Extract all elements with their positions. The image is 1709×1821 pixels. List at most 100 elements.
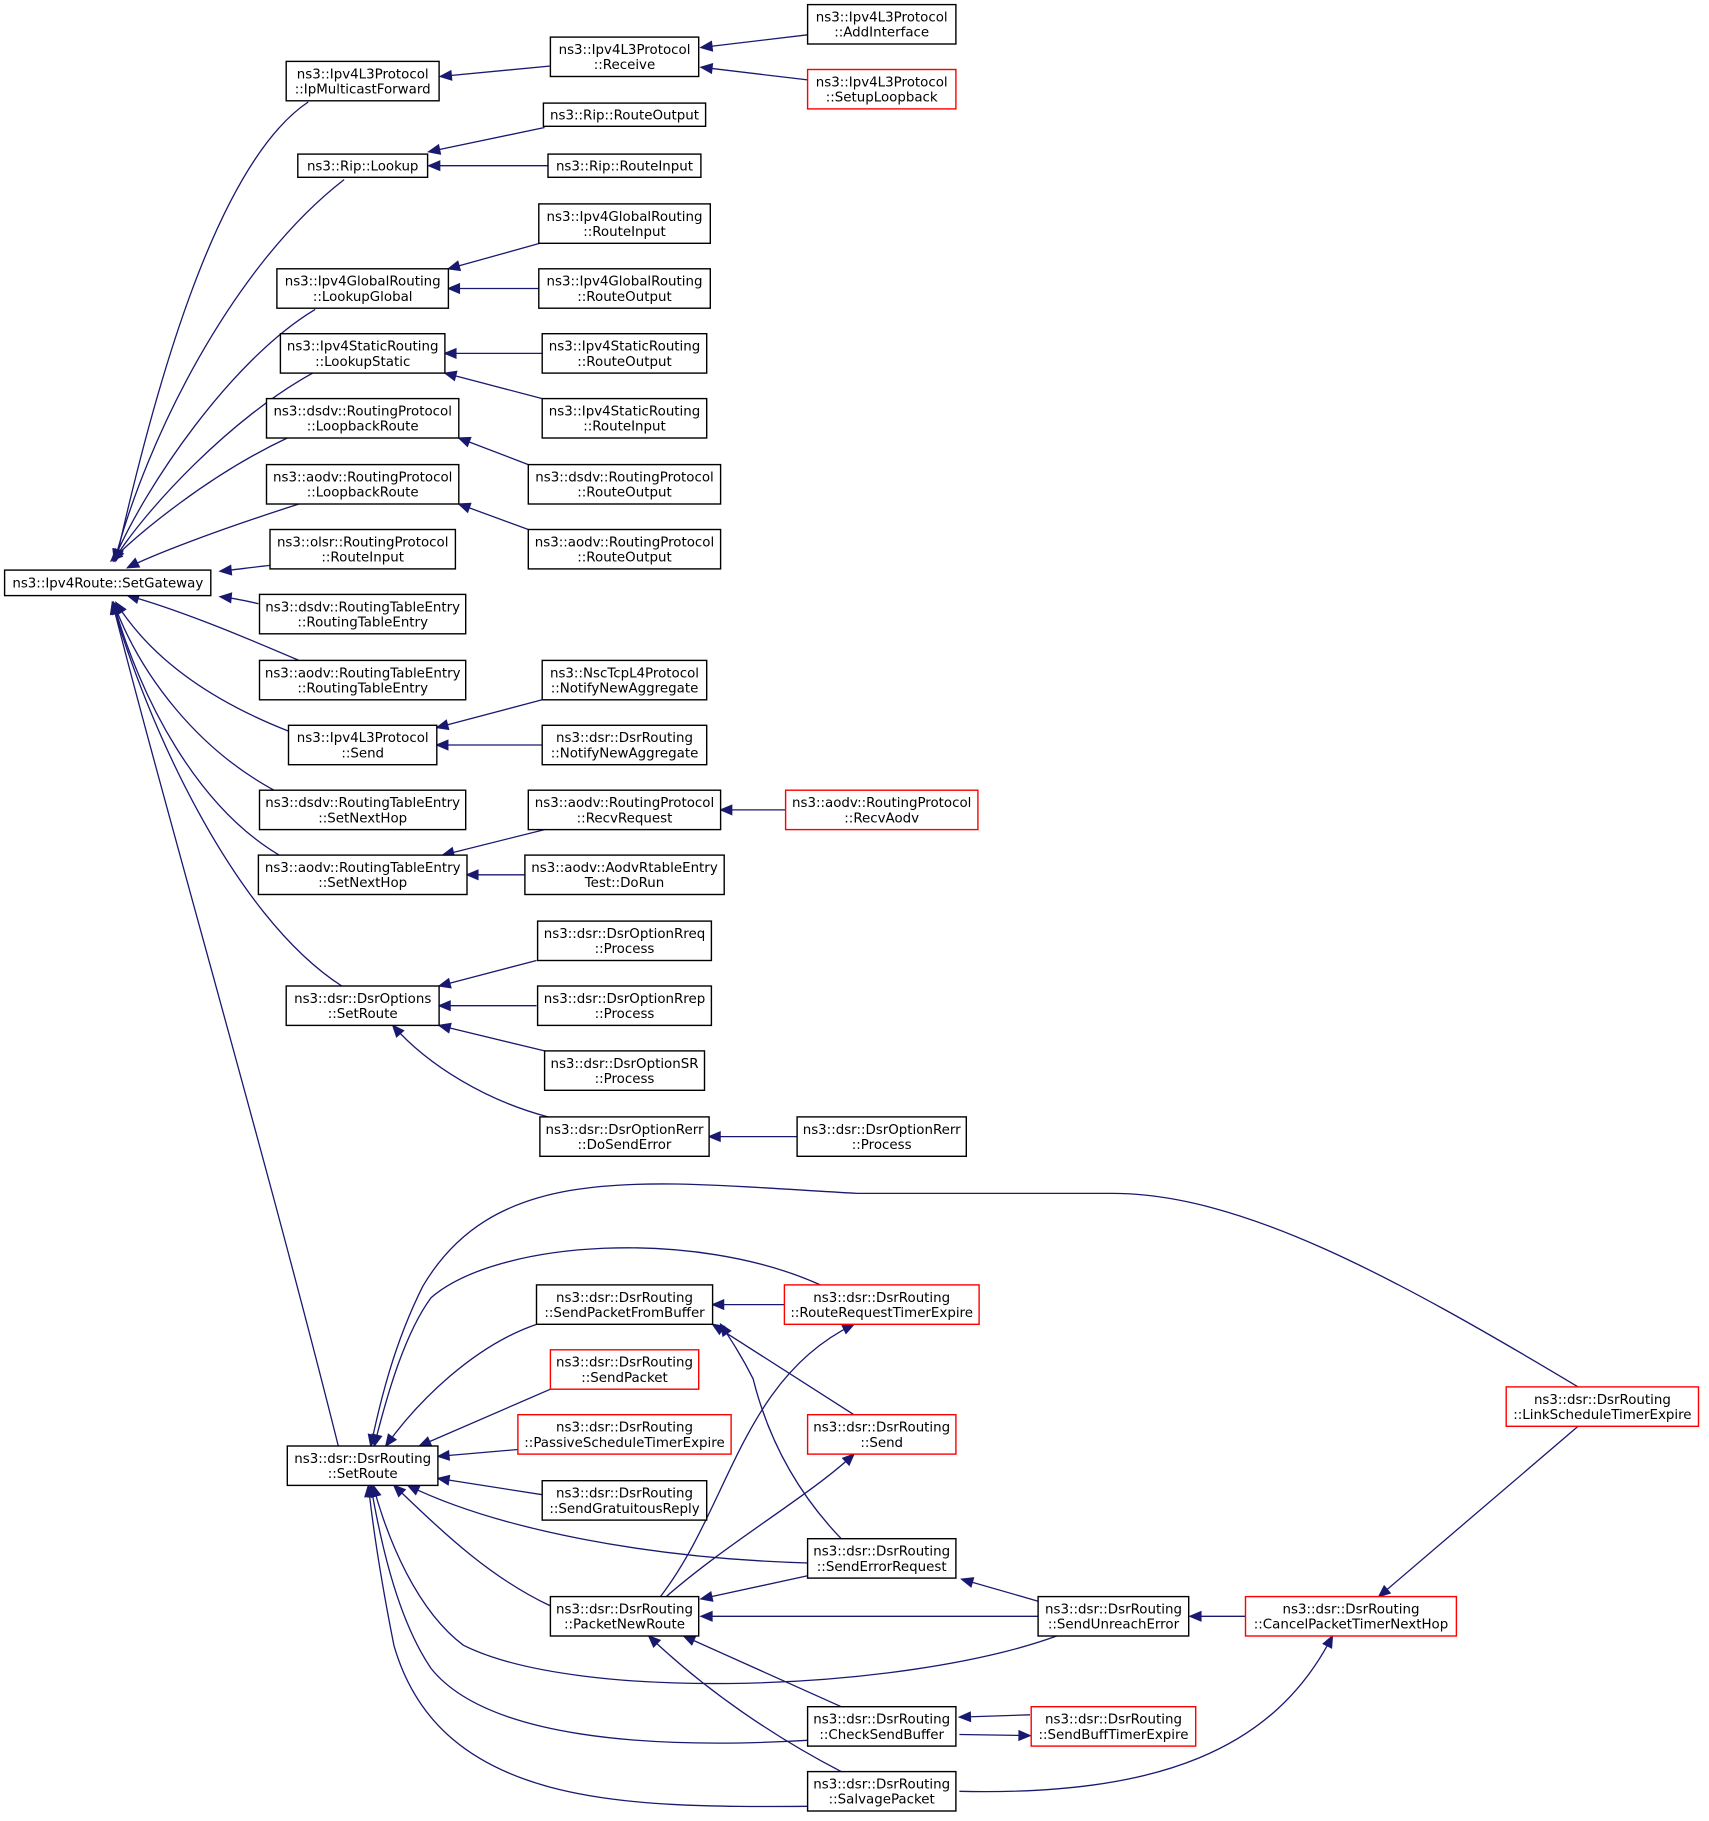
node-ser[interactable]: ns3::dsr::DsrRouting::SendErrorRequest (806, 1537, 957, 1579)
edge-sue-to-ser (960, 1577, 1039, 1602)
edge-rrep-to-optsr (437, 1000, 537, 1012)
node-box (258, 593, 467, 635)
node-ripro[interactable]: ns3::Rip::RouteOutput (542, 102, 707, 127)
node-aodvrte[interactable]: ns3::aodv::RoutingTableEntry::RoutingTab… (258, 659, 467, 701)
node-label-line: ns3::Ipv4L3Protocol (297, 67, 429, 82)
node-label-line: ns3::Ipv4L3Protocol (559, 43, 691, 58)
node-dsrna[interactable]: ns3::dsr::DsrRouting::NotifyNewAggregate (541, 724, 708, 766)
node-label-line: ::Process (595, 1072, 655, 1087)
node-label-line: ns3::Rip::RouteInput (556, 160, 693, 175)
edge-rerrp-to-rerrd (707, 1131, 798, 1143)
node-label-line: ::RouteOutput (577, 290, 671, 305)
node-label-line: ::LoopbackRoute (307, 486, 419, 501)
node-l3send[interactable]: ns3::Ipv4L3Protocol::Send (287, 724, 438, 766)
node-pnr[interactable]: ns3::dsr::DsrRouting::PacketNewRoute (549, 1595, 700, 1637)
edge-rerrd-to-optsr (391, 1024, 549, 1118)
node-box (276, 268, 450, 309)
node-label-line: ::AddInterface (834, 26, 929, 41)
node-box (536, 920, 713, 962)
node-nscna[interactable]: ns3::NscTcpL4Protocol::NotifyNewAggregat… (541, 659, 708, 701)
node-aodvrr[interactable]: ns3::aodv::RoutingProtocol::RecvRequest (527, 789, 722, 831)
node-sbte[interactable]: ns3::dsr::DsrRouting::SendBuffTimerExpir… (1030, 1705, 1197, 1747)
node-label-line: ::SendPacket (581, 1371, 668, 1386)
node-olsrri[interactable]: ns3::olsr::RoutingProtocol::RouteInput (269, 528, 457, 570)
node-box (269, 528, 457, 570)
node-dsdvrte[interactable]: ns3::dsdv::RoutingTableEntry::RoutingTab… (258, 593, 467, 635)
node-aodvro[interactable]: ns3::aodv::RoutingProtocol::RouteOutput (527, 528, 722, 570)
node-label-line: ns3::dsr::DsrRouting (1283, 1603, 1420, 1618)
node-sro[interactable]: ns3::Ipv4StaticRouting::RouteOutput (541, 333, 708, 374)
node-aodvnh[interactable]: ns3::aodv::RoutingTableEntry::SetNextHop (257, 854, 468, 896)
node-slookup[interactable]: ns3::Ipv4StaticRouting::LookupStatic (279, 333, 446, 374)
node-l3recv[interactable]: ns3::Ipv4L3Protocol::Receive (549, 36, 700, 78)
edge-salv-to-pnr (647, 1634, 842, 1773)
node-sri[interactable]: ns3::Ipv4StaticRouting::RouteInput (541, 397, 708, 439)
node-gro[interactable]: ns3::Ipv4GlobalRouting::RouteOutput (538, 268, 711, 309)
node-optsr[interactable]: ns3::dsr::DsrOptions::SetRoute (285, 985, 440, 1027)
node-box (517, 1413, 732, 1455)
node-ipmcf[interactable]: ns3::Ipv4L3Protocol::IpMulticastForward (285, 60, 440, 102)
node-rrep[interactable]: ns3::dsr::DsrOptionRrep::Process (536, 985, 713, 1027)
node-label-line: ::RouteOutput (577, 551, 671, 566)
node-label-line: ns3::olsr::RoutingProtocol (277, 535, 449, 550)
node-label-line: ns3::dsr::DsrRouting (813, 1291, 950, 1306)
node-pste[interactable]: ns3::dsr::DsrRouting::PassiveScheduleTim… (517, 1413, 732, 1455)
node-root[interactable]: ns3::Ipv4Route::SetGateway (3, 569, 212, 597)
node-sendpkt[interactable]: ns3::dsr::DsrRouting::SendPacket (549, 1349, 700, 1390)
node-sue[interactable]: ns3::dsr::DsrRouting::SendUnreachError (1037, 1595, 1190, 1637)
node-dsdvro[interactable]: ns3::dsdv::RoutingProtocol::RouteOutput (527, 463, 722, 505)
node-dsrsr[interactable]: ns3::dsr::DsrRouting::SetRoute (286, 1445, 439, 1487)
node-box (547, 153, 702, 179)
node-rerrp[interactable]: ns3::dsr::DsrOptionRerr::Process (796, 1116, 967, 1158)
edge-sri-to-slookup (443, 370, 543, 400)
node-aodvlb[interactable]: ns3::aodv::RoutingProtocol::LoopbackRout… (265, 463, 460, 505)
node-box (549, 1595, 700, 1637)
node-label-line: ::RecvRequest (577, 811, 673, 826)
node-dsdvnh[interactable]: ns3::dsdv::RoutingTableEntry::SetNextHop (258, 789, 467, 831)
node-addif[interactable]: ns3::Ipv4L3Protocol::AddInterface (806, 3, 957, 45)
node-srp[interactable]: ns3::dsr::DsrOptionSR::Process (543, 1050, 706, 1092)
node-sgr[interactable]: ns3::dsr::DsrRouting::SendGratuitousRepl… (541, 1479, 708, 1521)
node-dsrsend[interactable]: ns3::dsr::DsrRouting::Send (806, 1413, 957, 1455)
edge-dsdvlb-to-root (109, 437, 288, 562)
node-riplookup[interactable]: ns3::Rip::Lookup (297, 153, 429, 179)
node-label-line: ::PassiveScheduleTimerExpire (524, 1436, 724, 1451)
node-salv[interactable]: ns3::dsr::DsrRouting::SalvagePacket (806, 1770, 957, 1812)
node-label-line: ::SalvagePacket (829, 1793, 935, 1808)
node-box (286, 1445, 439, 1487)
node-label-line: ::IpMulticastForward (295, 83, 431, 98)
node-label-line: ::NotifyNewAggregate (551, 746, 699, 761)
node-label-line: ns3::aodv::RoutingProtocol (792, 796, 971, 811)
node-box (806, 1413, 957, 1455)
node-rerrd[interactable]: ns3::dsr::DsrOptionRerr::DoSendError (539, 1116, 710, 1158)
node-rrte[interactable]: ns3::dsr::DsrRouting::RouteRequestTimerE… (783, 1284, 980, 1326)
node-box (806, 1770, 957, 1812)
node-label-line: ns3::dsr::DsrOptionRerr (803, 1123, 961, 1138)
edge-dsdvro-to-dsdvlb (457, 436, 529, 466)
edge-gro-to-glookup (446, 282, 540, 295)
node-setuplb[interactable]: ns3::Ipv4L3Protocol::SetupLoopback (806, 68, 957, 110)
node-label-line: ::RouteInput (583, 225, 666, 240)
node-label-line: ::Send (341, 746, 384, 761)
node-label-line: ::Process (852, 1138, 912, 1153)
node-csb[interactable]: ns3::dsr::DsrRouting::CheckSendBuffer (806, 1705, 957, 1747)
node-label-line: ns3::aodv::AodvRtableEntry (531, 861, 718, 876)
node-label-line: ns3::dsr::DsrRouting (556, 1603, 693, 1618)
node-aodvra[interactable]: ns3::aodv::RoutingProtocol::RecvAodv (784, 789, 979, 831)
node-glookup[interactable]: ns3::Ipv4GlobalRouting::LookupGlobal (276, 268, 450, 309)
node-dsdvlb[interactable]: ns3::dsdv::RoutingProtocol::LoopbackRout… (265, 397, 460, 439)
node-spfb[interactable]: ns3::dsr::DsrRouting::SendPacketFromBuff… (535, 1284, 714, 1326)
node-label-line: ns3::aodv::RoutingProtocol (535, 796, 714, 811)
node-gri[interactable]: ns3::Ipv4GlobalRouting::RouteInput (538, 203, 711, 244)
node-box (3, 569, 212, 597)
node-rreq[interactable]: ns3::dsr::DsrOptionRreq::Process (536, 920, 713, 962)
node-label-line: ::SetupLoopback (826, 91, 938, 106)
node-label-line: ns3::aodv::RoutingTableEntry (265, 666, 461, 681)
node-box (806, 1537, 957, 1579)
node-cptnh[interactable]: ns3::dsr::DsrRouting::CancelPacketTimerN… (1244, 1595, 1458, 1637)
node-ripri[interactable]: ns3::Rip::RouteInput (547, 153, 702, 179)
edge-lste-to-cptnh (1377, 1425, 1579, 1598)
node-lste[interactable]: ns3::dsr::DsrRouting::LinkScheduleTimerE… (1505, 1386, 1700, 1428)
node-label-line: ns3::Ipv4GlobalRouting (285, 275, 441, 290)
